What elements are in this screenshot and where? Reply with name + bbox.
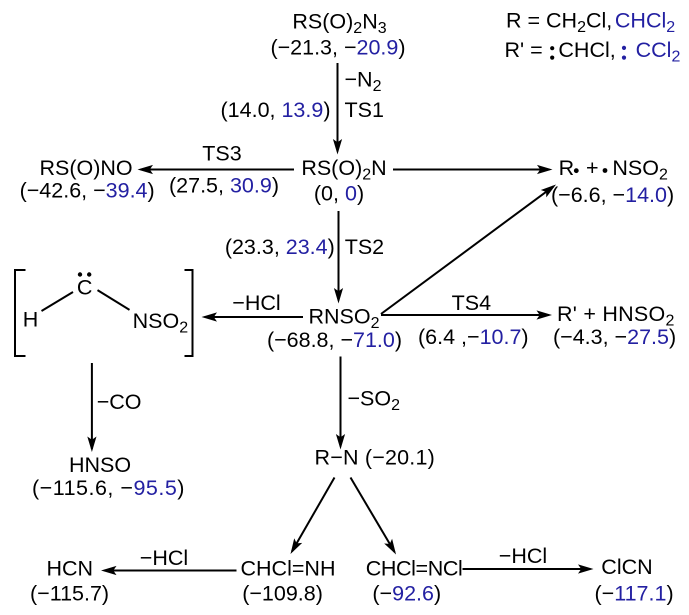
svg-text:CHCl,: CHCl, bbox=[558, 38, 615, 62]
svg-text:HCN: HCN bbox=[47, 557, 94, 581]
svg-text:R−N (−20.1): R−N (−20.1) bbox=[315, 446, 436, 470]
svg-text:TS2: TS2 bbox=[345, 235, 384, 259]
svg-text:(−42.6, −39.4): (−42.6, −39.4) bbox=[20, 179, 155, 203]
svg-text:NSO2: NSO2 bbox=[612, 156, 668, 184]
svg-text:CHCl2: CHCl2 bbox=[615, 9, 675, 37]
svg-text:(14.0, 13.9): (14.0, 13.9) bbox=[221, 98, 331, 122]
svg-text:(0, 0): (0, 0) bbox=[314, 182, 364, 206]
svg-text:+: + bbox=[586, 156, 599, 180]
svg-text:CHCl=NCl: CHCl=NCl bbox=[366, 557, 463, 581]
svg-text:ClCN: ClCN bbox=[601, 555, 652, 579]
svg-text:−HCl: −HCl bbox=[232, 291, 280, 315]
svg-text:(−117.1): (−117.1) bbox=[595, 582, 674, 606]
svg-text:RS(O)NO: RS(O)NO bbox=[40, 156, 133, 180]
svg-text:−HCl: −HCl bbox=[499, 544, 547, 568]
svg-text:(−109.8): (−109.8) bbox=[242, 582, 323, 606]
svg-text:R = CH2Cl,: R = CH2Cl, bbox=[506, 9, 612, 37]
svg-text:NSO2: NSO2 bbox=[133, 309, 189, 337]
svg-text:−N2: −N2 bbox=[345, 68, 382, 96]
svg-text:−CO: −CO bbox=[97, 390, 142, 414]
svg-text:H: H bbox=[23, 308, 39, 332]
svg-text:C: C bbox=[77, 276, 93, 300]
svg-text:(27.5, 30.9): (27.5, 30.9) bbox=[169, 174, 279, 198]
svg-text:HNSO: HNSO bbox=[69, 453, 131, 477]
svg-text:RS(O)2N3: RS(O)2N3 bbox=[292, 10, 386, 38]
svg-text:TS4: TS4 bbox=[452, 291, 491, 315]
svg-text:(6.4 ,−10.7): (6.4 ,−10.7) bbox=[418, 325, 529, 349]
svg-text:−HCl: −HCl bbox=[140, 546, 188, 570]
svg-text:R' + HNSO2: R' + HNSO2 bbox=[557, 302, 675, 330]
svg-text:(−115.6, −95.5): (−115.6, −95.5) bbox=[32, 476, 185, 500]
svg-text:(−6.6, −14.0): (−6.6, −14.0) bbox=[551, 183, 674, 207]
svg-text:(−68.8, −71.0): (−68.8, −71.0) bbox=[267, 328, 402, 352]
svg-text:TS1: TS1 bbox=[345, 98, 384, 122]
svg-text:(−4.3, −27.5): (−4.3, −27.5) bbox=[553, 325, 676, 349]
svg-text:RS(O)2N: RS(O)2N bbox=[301, 156, 386, 184]
svg-text:(−115.7): (−115.7) bbox=[30, 582, 109, 606]
svg-text:R' =: R' = bbox=[505, 38, 543, 62]
svg-text:CHCl=NH: CHCl=NH bbox=[241, 557, 336, 581]
svg-text:RNSO2: RNSO2 bbox=[308, 305, 379, 333]
svg-text:CCl2: CCl2 bbox=[636, 38, 681, 66]
svg-text:(−21.3, −20.9): (−21.3, −20.9) bbox=[270, 36, 405, 60]
svg-text:R: R bbox=[559, 156, 575, 180]
svg-text:TS3: TS3 bbox=[202, 142, 241, 166]
svg-text:−SO2: −SO2 bbox=[348, 387, 401, 415]
svg-text:(23.3, 23.4): (23.3, 23.4) bbox=[225, 235, 335, 259]
svg-text:(−92.6): (−92.6) bbox=[372, 582, 441, 606]
